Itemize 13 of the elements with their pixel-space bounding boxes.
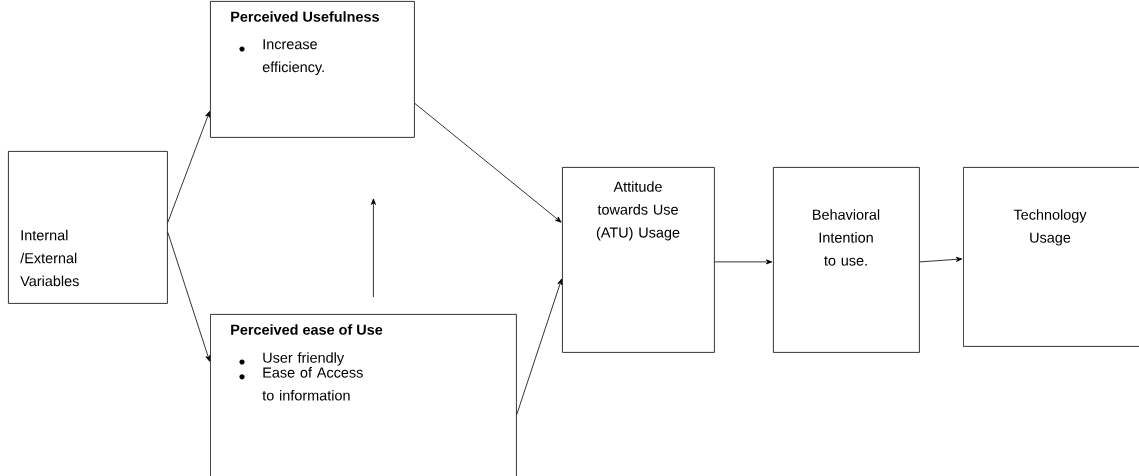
arrow (167, 111, 210, 223)
arrow (370, 198, 376, 298)
arrow (919, 256, 963, 263)
arrow (714, 259, 773, 265)
process-box: Perceived ease of Use User friendly Ease of Access to information (210, 314, 517, 476)
arrow (167, 232, 211, 362)
arrow (414, 103, 562, 223)
process-box: Internal /External Variables (8, 151, 168, 304)
arrow (516, 278, 563, 415)
process-box: Technology Usage (963, 167, 1139, 347)
process-box: Attitude towards Use (ATU) Usage (562, 167, 715, 353)
process-box: Perceived Usefulness Increase efficiency. (210, 1, 415, 138)
process-box: Behavioral Intention to use. (773, 167, 920, 353)
